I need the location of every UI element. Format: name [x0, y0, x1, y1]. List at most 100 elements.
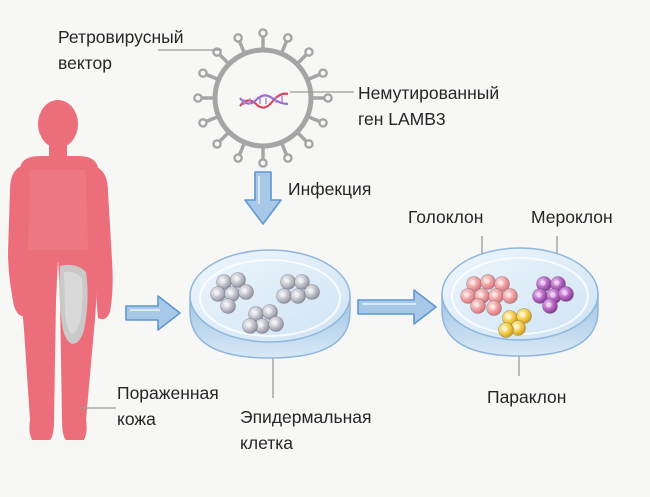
label-infection: Инфекция [288, 179, 372, 199]
virus-spike-tip [198, 118, 208, 128]
cell-nucleus [220, 278, 226, 284]
virus-spike-tip [258, 28, 268, 38]
cell [502, 288, 518, 304]
cell-nucleus [228, 290, 234, 296]
cell-nucleus [308, 288, 314, 294]
cell-nucleus [214, 290, 220, 296]
cell-nucleus [492, 292, 498, 298]
virus-spike [307, 72, 323, 81]
cell-nucleus [498, 280, 504, 286]
cell [486, 300, 502, 316]
petri-dish-epidermal [189, 249, 351, 359]
holoclone-cluster [460, 274, 518, 316]
cell-nucleus [484, 278, 490, 284]
cell-nucleus [536, 292, 542, 298]
cell [230, 272, 246, 288]
petri-dish-clones [441, 247, 599, 357]
label-line: Эпидермальная [240, 407, 372, 427]
label-affected-skin: Пораженная кожа [117, 380, 219, 432]
virus-spike-tip [318, 118, 328, 128]
virus-spike-tip [304, 47, 314, 57]
paraclone-cluster [498, 308, 532, 338]
virus-spike-tip [323, 93, 333, 103]
virus-spike [280, 142, 289, 158]
virus-spike [237, 142, 246, 158]
label-holoclone: Голоклон [408, 207, 484, 227]
label-unmutated-gene: Немутированный ген LAMB3 [358, 80, 499, 132]
virus-spike [296, 52, 309, 65]
cell-nucleus [224, 302, 230, 308]
virus-spike-tip [193, 93, 203, 103]
cell-nucleus [550, 292, 556, 298]
cell-nucleus [520, 312, 526, 318]
meroclone-cluster [532, 276, 574, 314]
cell-nucleus [298, 278, 304, 284]
virus-spike-tip [258, 158, 268, 168]
virus-spike [203, 115, 219, 124]
cell [220, 298, 236, 314]
infection-arrow-down [244, 171, 282, 225]
cell-nucleus [272, 320, 278, 326]
cell-nucleus [280, 292, 286, 298]
dna-helix-icon [239, 92, 289, 109]
cell-nucleus [258, 322, 264, 328]
cell-nucleus [502, 326, 508, 332]
arrow-dish-to-dish [357, 289, 437, 325]
cell-nucleus [562, 290, 568, 296]
virus-spike-tip [283, 153, 293, 163]
virus-spike [307, 115, 323, 124]
cell [290, 288, 306, 304]
cell-nucleus [478, 292, 484, 298]
cell [470, 298, 486, 314]
cell-nucleus [514, 324, 520, 330]
cell-nucleus [506, 292, 512, 298]
cell-nucleus [266, 308, 272, 314]
cell [558, 286, 574, 302]
cell-nucleus [554, 280, 560, 286]
label-line: Ретровирусный [58, 27, 184, 47]
cell-nucleus [294, 292, 300, 298]
cell-nucleus [546, 302, 552, 308]
cell [498, 322, 514, 338]
label-line: ген LAMB3 [358, 109, 446, 129]
label-paraclone: Параклон [487, 387, 567, 407]
label-meroclone: Мероклон [531, 207, 613, 227]
virus-spike-tip [283, 33, 293, 43]
cell-nucleus [284, 278, 290, 284]
virus-spike [237, 38, 246, 54]
label-line: клетка [240, 433, 294, 453]
cell [238, 284, 254, 300]
virus-spike-tip [212, 139, 222, 149]
cell-nucleus [234, 276, 240, 282]
arrow-body-to-dish [125, 295, 181, 331]
retrovirus-particle [193, 28, 333, 168]
label-retroviral-vector: Ретровирусный вектор [58, 24, 183, 76]
cell [242, 318, 258, 334]
virus-spike [203, 72, 219, 81]
cell-nucleus [470, 280, 476, 286]
virus-spike-tip [304, 139, 314, 149]
virus-spike [217, 52, 230, 65]
label-epidermal-cell: Эпидермальная клетка [240, 404, 371, 456]
epidermal-cell-cluster [210, 272, 320, 334]
virus-spike-tip [233, 33, 243, 43]
label-line: Пораженная [117, 383, 219, 403]
virus-spike [217, 131, 230, 144]
human-body-figure [8, 100, 113, 440]
cell-nucleus [490, 304, 496, 310]
cell [294, 274, 310, 290]
cell [542, 298, 558, 314]
cell-nucleus [464, 292, 470, 298]
cell [268, 316, 284, 332]
virus-spike [296, 131, 309, 144]
cell-nucleus [242, 288, 248, 294]
virus-spike [280, 38, 289, 54]
cell-nucleus [506, 314, 512, 320]
virus-spike-tip [318, 68, 328, 78]
label-line: кожа [117, 409, 156, 429]
cell-nucleus [252, 310, 258, 316]
label-line: вектор [58, 53, 112, 73]
cell-nucleus [246, 322, 252, 328]
